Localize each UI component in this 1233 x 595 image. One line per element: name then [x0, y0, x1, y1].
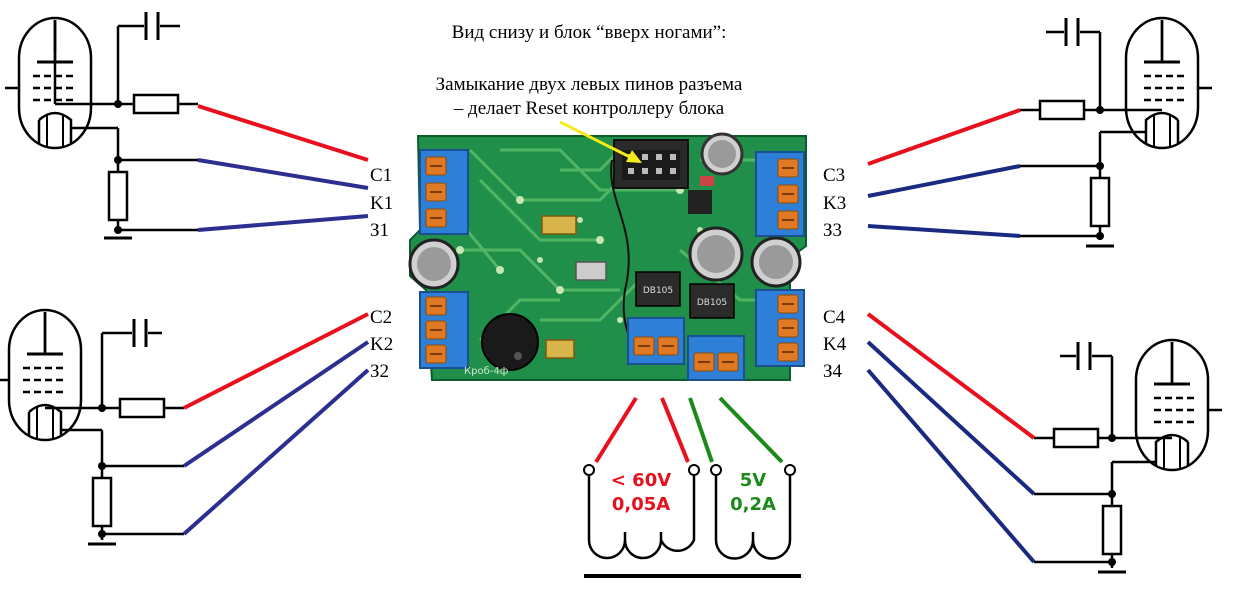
wire-k4 [866, 340, 1036, 496]
lv-voltage-label: 5V [740, 470, 767, 491]
resistor-icon [132, 93, 180, 115]
vacuum-tube-icon [1134, 338, 1224, 472]
caption-title: Вид снизу и блок “вверх ногами”: [452, 22, 727, 43]
wire-c4 [866, 312, 1036, 440]
tube-stage-1 [3, 10, 198, 240]
terminal-label-z2: З2 [370, 361, 389, 382]
wire-k1 [197, 158, 369, 190]
board-silkscreen: Кроб-4ф [464, 366, 508, 377]
terminal-label-z1: З1 [370, 220, 389, 241]
lv-current-label: 0,2A [730, 494, 776, 515]
capacitor-icon [1076, 340, 1092, 372]
transformer: < 60V 0,05A 5V 0,2A [583, 464, 801, 578]
wire-c1 [197, 104, 369, 162]
resistor-icon [91, 476, 113, 528]
vacuum-tube-icon [1124, 16, 1214, 150]
buzzer-icon [481, 313, 539, 371]
capacitor-icon [750, 236, 802, 288]
tube-stage-2 [0, 308, 184, 546]
terminal-label-z4: З4 [823, 361, 843, 382]
terminal-label-c2: C2 [370, 307, 392, 328]
wire-lv-b [718, 396, 784, 464]
capacitor-icon [700, 132, 744, 176]
resistor-icon [1101, 504, 1123, 556]
tube-stage-4 [1034, 338, 1224, 574]
capacitor-icon [1064, 16, 1080, 48]
winding-lv [714, 476, 792, 560]
terminal-block-power-hv [627, 317, 685, 365]
pcb-board: DB105 DB105 [408, 132, 807, 381]
resistor-icon [107, 170, 129, 222]
wire-z4 [866, 368, 1036, 564]
reset-header [613, 139, 689, 189]
terminal-label-k2: K2 [370, 334, 393, 355]
bridge-label: DB105 [697, 298, 727, 308]
wire-c2 [183, 312, 369, 410]
bridge-rectifier: DB105 [635, 271, 681, 307]
reset-pointer-arrow [559, 120, 642, 163]
terminal-block-left-bottom [419, 291, 469, 369]
terminal-label-c1: C1 [370, 165, 392, 186]
resistor-icon [118, 397, 166, 419]
tube-stage-3 [1020, 16, 1214, 248]
winding-hv [587, 476, 696, 560]
hv-voltage-label: < 60V [611, 470, 671, 491]
terminal-block-power-lv [687, 335, 745, 381]
terminal-label-c4: C4 [823, 307, 846, 328]
resistor-icon [1038, 99, 1086, 121]
vacuum-tube-icon [0, 308, 83, 442]
terminal-label-k3: K3 [823, 193, 846, 214]
bridge-rectifier: DB105 [689, 283, 735, 319]
wire-z1 [197, 214, 369, 232]
terminal-block-right-top [755, 151, 805, 237]
caption-note-line2: – делает Reset контроллеру блока [453, 98, 725, 119]
wire-lv-a [688, 397, 714, 463]
terminal-label-c3: C3 [823, 165, 845, 186]
terminal-label-k4: K4 [823, 334, 847, 355]
caption-note-line1: Замыкание двух левых пинов разъема [436, 74, 743, 95]
capacitor-icon [132, 317, 148, 349]
capacitor-icon [408, 238, 460, 290]
resistor-icon [1052, 427, 1100, 449]
hv-current-label: 0,05A [612, 494, 670, 515]
bridge-label: DB105 [643, 286, 673, 296]
capacitor-icon [688, 226, 744, 282]
terminal-block-left-top [419, 149, 469, 235]
resistor-icon [1089, 176, 1111, 228]
wire-hv-b [660, 397, 690, 463]
wire-c3 [867, 108, 1021, 166]
capacitor-icon [144, 10, 160, 42]
wire-k3 [867, 164, 1021, 198]
wire-hv-a [594, 396, 638, 464]
wire-z2 [182, 368, 370, 536]
terminal-block-right-bottom [755, 289, 805, 367]
wire-k2 [182, 340, 370, 468]
terminal-label-z3: З3 [823, 220, 842, 241]
terminal-label-k1: K1 [370, 193, 393, 214]
wire-z3 [867, 224, 1021, 238]
